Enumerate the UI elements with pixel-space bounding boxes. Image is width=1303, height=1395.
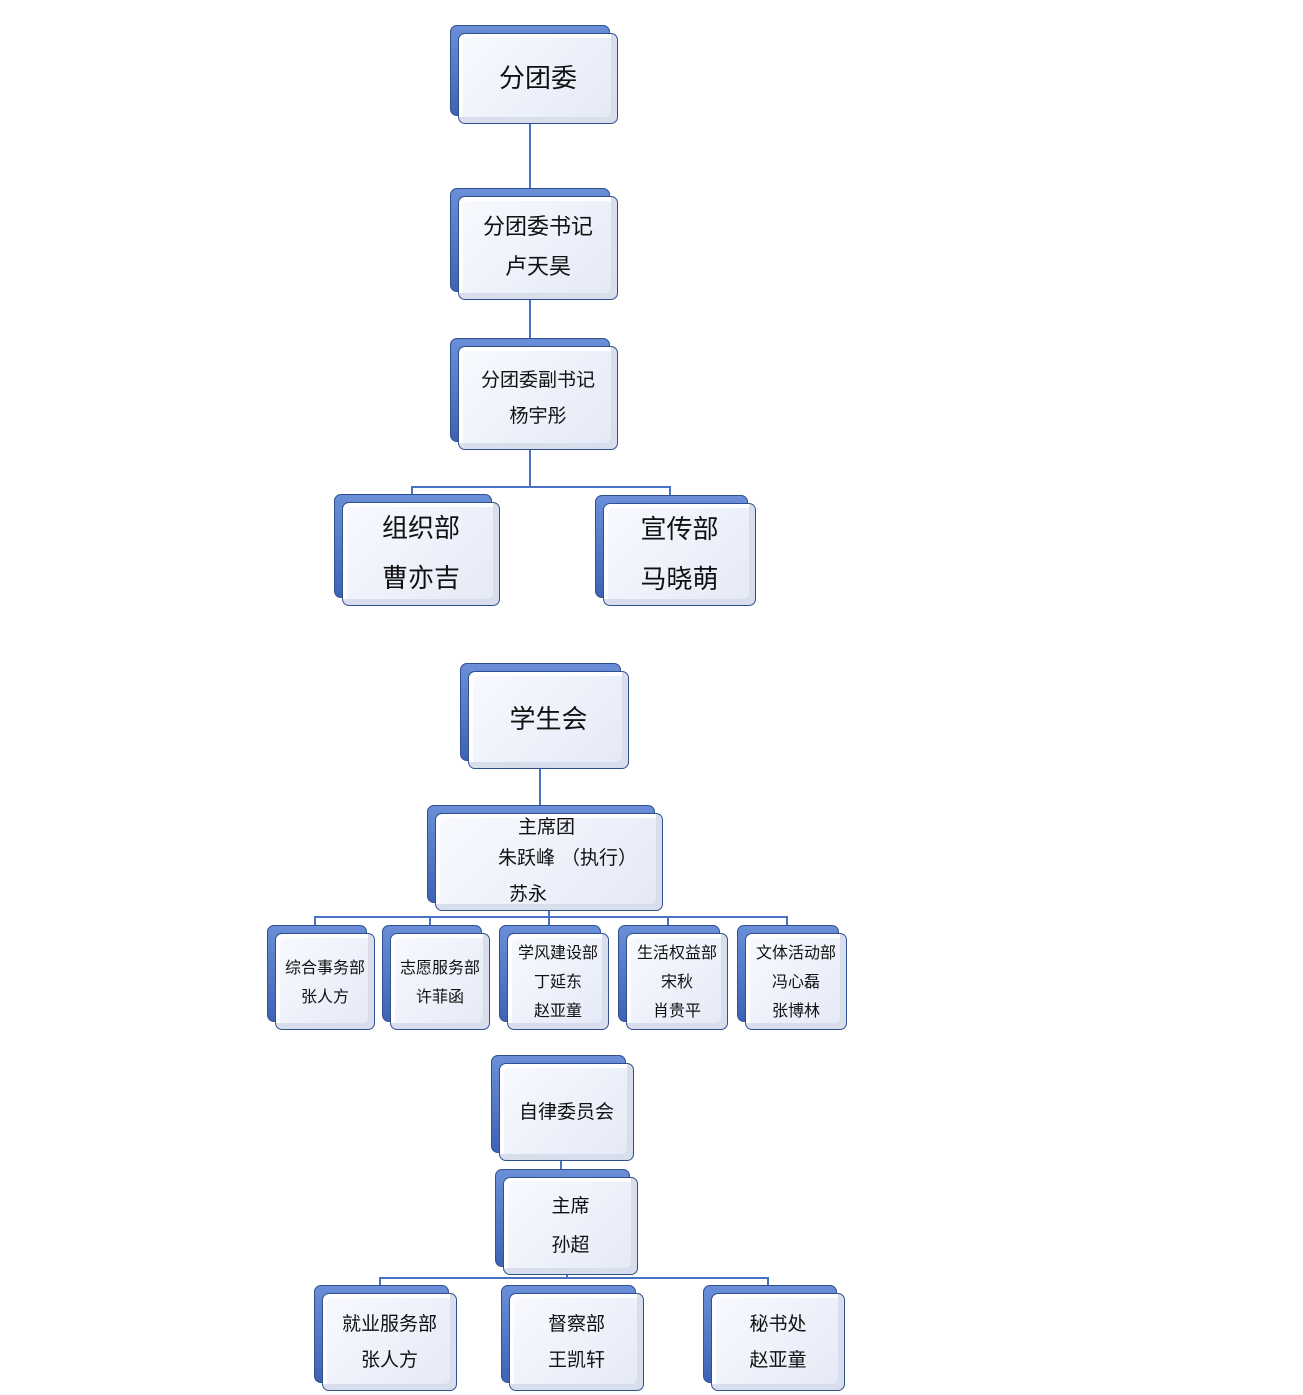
node-person: 卢天昊 — [504, 255, 571, 280]
node-person: 张人方 — [300, 986, 349, 1006]
node-person: 张人方 — [360, 1349, 418, 1371]
node-study-style-dept: 学风建设部丁延东赵亚童 — [499, 925, 609, 1030]
node-person: 丁延东 — [533, 972, 582, 991]
connector — [529, 124, 531, 196]
node-person: 王凯轩 — [547, 1349, 605, 1371]
connector — [411, 486, 413, 496]
node-person: 赵亚童 — [749, 1349, 807, 1371]
node-chair: 主席孙超 — [495, 1169, 638, 1275]
node-title: 综合事务部 — [284, 957, 365, 977]
node-secretariat: 秘书处赵亚童 — [703, 1285, 845, 1391]
node-title: 督察部 — [547, 1313, 605, 1335]
node-employment-dept: 就业服务部张人方 — [314, 1285, 457, 1391]
node-title: 宣传部 — [640, 514, 719, 545]
node-publicity-dept: 宣传部马晓萌 — [595, 495, 756, 606]
node-title: 生活权益部 — [636, 943, 717, 962]
connector — [566, 1274, 568, 1279]
node-volunteer-dept: 志愿服务部许菲函 — [382, 925, 490, 1030]
node-youth-league: 分团委 — [450, 25, 618, 124]
node-title: 分团委 — [498, 63, 577, 94]
connector — [767, 1277, 769, 1287]
node-inspection-dept: 督察部王凯轩 — [501, 1285, 644, 1391]
connector — [786, 916, 788, 926]
node-title: 主席 — [551, 1195, 590, 1217]
node-person: 苏永 — [509, 883, 548, 905]
node-general-affairs-dept: 综合事务部张人方 — [267, 925, 375, 1030]
connector — [314, 916, 788, 918]
node-title: 学风建设部 — [517, 943, 598, 962]
node-person: 肖贵平 — [652, 1001, 701, 1020]
connector — [529, 300, 531, 346]
node-deputy-secretary: 分团委副书记杨宇彤 — [450, 338, 618, 450]
node-title: 就业服务部 — [341, 1313, 437, 1335]
node-title: 文体活动部 — [755, 943, 836, 962]
node-person: 许菲函 — [415, 986, 464, 1006]
connector — [539, 769, 541, 809]
connector — [669, 486, 671, 496]
node-title: 组织部 — [381, 514, 460, 544]
connector — [667, 916, 669, 926]
connector — [314, 916, 316, 926]
node-culture-sports-dept: 文体活动部冯心磊张博林 — [737, 925, 847, 1030]
node-title: 秘书处 — [749, 1313, 807, 1335]
node-student-union: 学生会 — [460, 663, 629, 769]
node-title: 主席团 — [518, 816, 576, 838]
node-person: 马晓萌 — [640, 564, 719, 595]
node-title: 自律委员会 — [518, 1101, 614, 1123]
node-person: 朱跃峰 （执行） — [498, 847, 638, 869]
connector — [379, 1277, 381, 1287]
node-organization-dept: 组织部曹亦吉 — [334, 494, 500, 606]
node-presidium: 主席团 朱跃峰 （执行） 苏永 — [427, 805, 663, 911]
node-title: 分团委书记 — [482, 215, 593, 240]
connector — [548, 911, 550, 926]
node-person: 冯心磊 — [771, 972, 820, 991]
connector — [379, 1277, 769, 1279]
node-person: 曹亦吉 — [381, 564, 460, 594]
node-title: 学生会 — [509, 705, 588, 735]
node-title: 志愿服务部 — [399, 957, 480, 977]
node-person: 张博林 — [771, 1001, 820, 1020]
node-self-discipline-committee: 自律委员会 — [491, 1055, 634, 1161]
connector — [529, 450, 531, 488]
node-person: 赵亚童 — [533, 1001, 582, 1020]
node-life-rights-dept: 生活权益部宋秋肖贵平 — [618, 925, 728, 1030]
connector — [560, 1161, 562, 1171]
node-secretary: 分团委书记卢天昊 — [450, 188, 618, 300]
node-person: 孙超 — [551, 1234, 590, 1256]
node-person: 宋秋 — [660, 972, 693, 991]
node-title: 分团委副书记 — [480, 369, 595, 391]
connector — [429, 916, 431, 926]
connector — [411, 486, 671, 488]
node-person: 杨宇彤 — [509, 405, 567, 427]
